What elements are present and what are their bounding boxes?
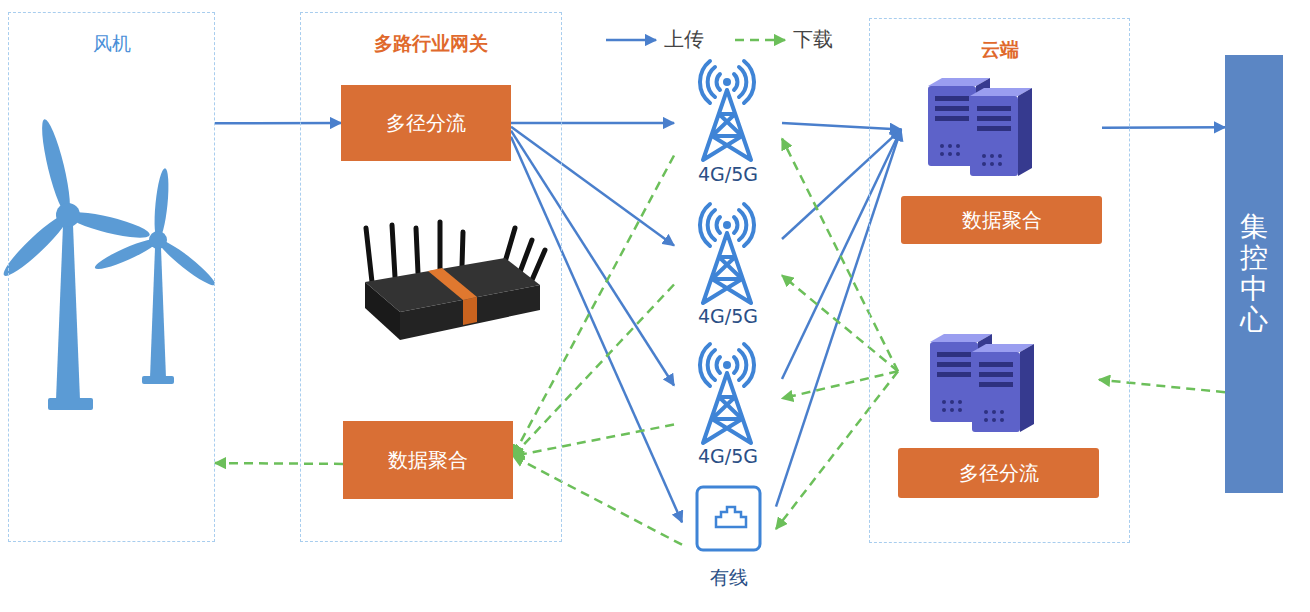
group-region: 风机 bbox=[8, 12, 215, 542]
node-label: 4G/5G bbox=[674, 445, 782, 467]
vertical-label: 集控中心 bbox=[1240, 212, 1268, 335]
download-arrow bbox=[215, 462, 343, 465]
download-arrow bbox=[513, 285, 674, 457]
region-title: 云端 bbox=[870, 37, 1129, 63]
download-arrow bbox=[782, 139, 898, 372]
legend-item: 上传 bbox=[604, 26, 704, 53]
server-label-box: 多径分流 bbox=[898, 448, 1099, 498]
process-box: 数据聚合 bbox=[343, 421, 513, 499]
download-arrow bbox=[513, 456, 682, 545]
region-title: 多路行业网关 bbox=[301, 31, 561, 57]
upload-arrow bbox=[511, 137, 682, 523]
server-node: 多径分流 bbox=[898, 329, 1099, 498]
legend-item: 下载 bbox=[733, 26, 833, 53]
download-arrow bbox=[513, 425, 674, 457]
download-arrow bbox=[776, 371, 898, 529]
legend-label: 上传 bbox=[664, 26, 704, 53]
node-label: 4G/5G bbox=[674, 305, 782, 327]
legend-line bbox=[606, 38, 656, 41]
download-arrow bbox=[513, 156, 674, 457]
download-arrow bbox=[782, 275, 898, 371]
group-region: 多路行业网关多径分流数据聚合 bbox=[300, 12, 562, 542]
upload-arrow bbox=[215, 122, 341, 125]
node-label: 4G/5G bbox=[674, 163, 782, 185]
region-title: 风机 bbox=[9, 31, 214, 57]
box-label: 多径分流 bbox=[378, 110, 474, 137]
upload-arrow bbox=[511, 131, 674, 386]
download-arrow bbox=[782, 371, 898, 398]
wind-turbines bbox=[0, 117, 218, 410]
network-node: 有线 bbox=[682, 482, 776, 594]
upload-arrow bbox=[1102, 126, 1225, 129]
upload-arrow bbox=[511, 122, 674, 125]
cell-towers bbox=[700, 61, 754, 443]
legend-sample bbox=[733, 28, 791, 52]
box-label: 数据聚合 bbox=[380, 447, 476, 474]
group-region: 云端数据聚合多径分流 bbox=[869, 18, 1130, 543]
network-node: 4G/5G bbox=[674, 58, 782, 188]
network-node: 4G/5G bbox=[674, 200, 782, 330]
upload-arrow bbox=[782, 123, 901, 129]
legend-sample bbox=[604, 28, 662, 52]
download-arrow bbox=[1099, 380, 1225, 393]
gateway-router bbox=[365, 222, 545, 340]
server-node: 数据聚合 bbox=[901, 73, 1102, 244]
upload-arrow bbox=[511, 127, 674, 246]
wired-port-icon bbox=[697, 487, 760, 550]
upload-arrow bbox=[782, 129, 901, 379]
server-icons bbox=[928, 78, 1034, 432]
legend-line bbox=[735, 38, 785, 41]
legend-label: 下载 bbox=[793, 26, 833, 53]
server-label-box: 数据聚合 bbox=[901, 196, 1102, 244]
node-label: 有线 bbox=[682, 565, 776, 591]
process-box: 多径分流 bbox=[341, 85, 511, 161]
network-node: 4G/5G bbox=[674, 340, 782, 470]
control-center-bar: 集控中心 bbox=[1225, 55, 1283, 493]
